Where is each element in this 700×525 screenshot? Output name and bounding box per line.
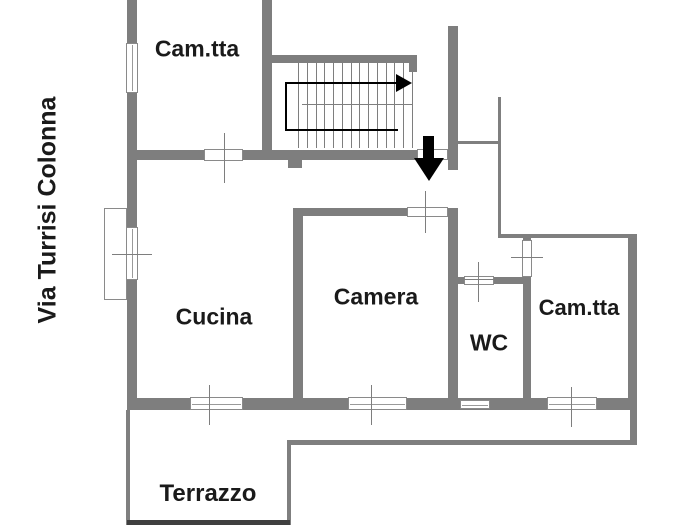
stair-tread xyxy=(411,63,413,148)
wall xyxy=(523,238,531,402)
stair-tread xyxy=(394,63,396,148)
staircase xyxy=(298,63,413,148)
door-opening xyxy=(407,207,448,217)
wall xyxy=(630,410,637,443)
landing-wall xyxy=(498,234,637,238)
stair-tread xyxy=(324,63,326,148)
wall xyxy=(127,0,137,410)
room-label-wc: WC xyxy=(469,329,509,356)
stair-tread xyxy=(350,63,352,148)
dimension-tick xyxy=(460,279,502,280)
terrace-railing xyxy=(126,410,130,525)
dimension-tick xyxy=(571,387,572,427)
stair-tread xyxy=(376,63,378,148)
terrace-railing xyxy=(287,440,637,445)
landing-wall xyxy=(458,141,500,144)
stair-tread xyxy=(306,63,308,148)
entrance-arrow-icon xyxy=(414,158,444,181)
wall xyxy=(448,26,458,170)
dimension-tick xyxy=(511,257,543,258)
stair-tread xyxy=(341,63,343,148)
room-label-terrazzo: Terrazzo xyxy=(159,480,257,507)
wall xyxy=(293,208,303,398)
room-label-camtta-top: Cam.tta xyxy=(154,35,240,62)
street-name-label: Via Turrisi Colonna xyxy=(33,96,62,324)
landing-wall xyxy=(498,97,501,237)
door-opening xyxy=(204,149,243,161)
room-label-cucina: Cucina xyxy=(175,303,253,330)
wall xyxy=(288,160,302,168)
wall xyxy=(243,150,417,160)
stair-tread xyxy=(385,63,387,148)
wall xyxy=(127,150,204,160)
room-label-camtta-right: Cam.tta xyxy=(538,295,620,320)
dimension-tick xyxy=(112,254,152,255)
window xyxy=(190,397,243,410)
terrace-railing xyxy=(127,520,290,525)
stair-direction-arrow xyxy=(285,82,287,131)
stair-tread xyxy=(403,63,405,148)
dimension-tick xyxy=(478,262,479,302)
dimension-tick xyxy=(425,191,426,233)
dimension-tick xyxy=(371,385,372,425)
wall xyxy=(303,208,407,216)
door-opening xyxy=(522,240,532,277)
stair-tread xyxy=(368,63,370,148)
window xyxy=(126,227,138,280)
window xyxy=(547,397,597,410)
wall xyxy=(628,234,637,410)
terrace-railing xyxy=(287,440,291,525)
dimension-tick xyxy=(224,133,225,183)
stair-tread xyxy=(298,63,299,148)
door-opening xyxy=(464,276,494,285)
stair-tread xyxy=(315,63,317,148)
room-label-camera: Camera xyxy=(333,283,419,310)
wall xyxy=(267,55,417,63)
window xyxy=(126,43,138,93)
stair-tread xyxy=(359,63,361,148)
stair-tread xyxy=(333,63,335,148)
stair-direction-arrow xyxy=(285,82,398,84)
stair-direction-arrowhead-icon xyxy=(396,74,412,92)
wall xyxy=(448,208,458,402)
entrance-arrow-icon xyxy=(423,136,434,160)
dimension-tick xyxy=(209,385,210,425)
wall xyxy=(409,63,417,72)
window xyxy=(348,397,407,410)
window xyxy=(460,400,490,409)
stair-mid-landing-line xyxy=(302,104,413,105)
stair-direction-arrow xyxy=(285,129,398,131)
wall xyxy=(262,0,272,150)
